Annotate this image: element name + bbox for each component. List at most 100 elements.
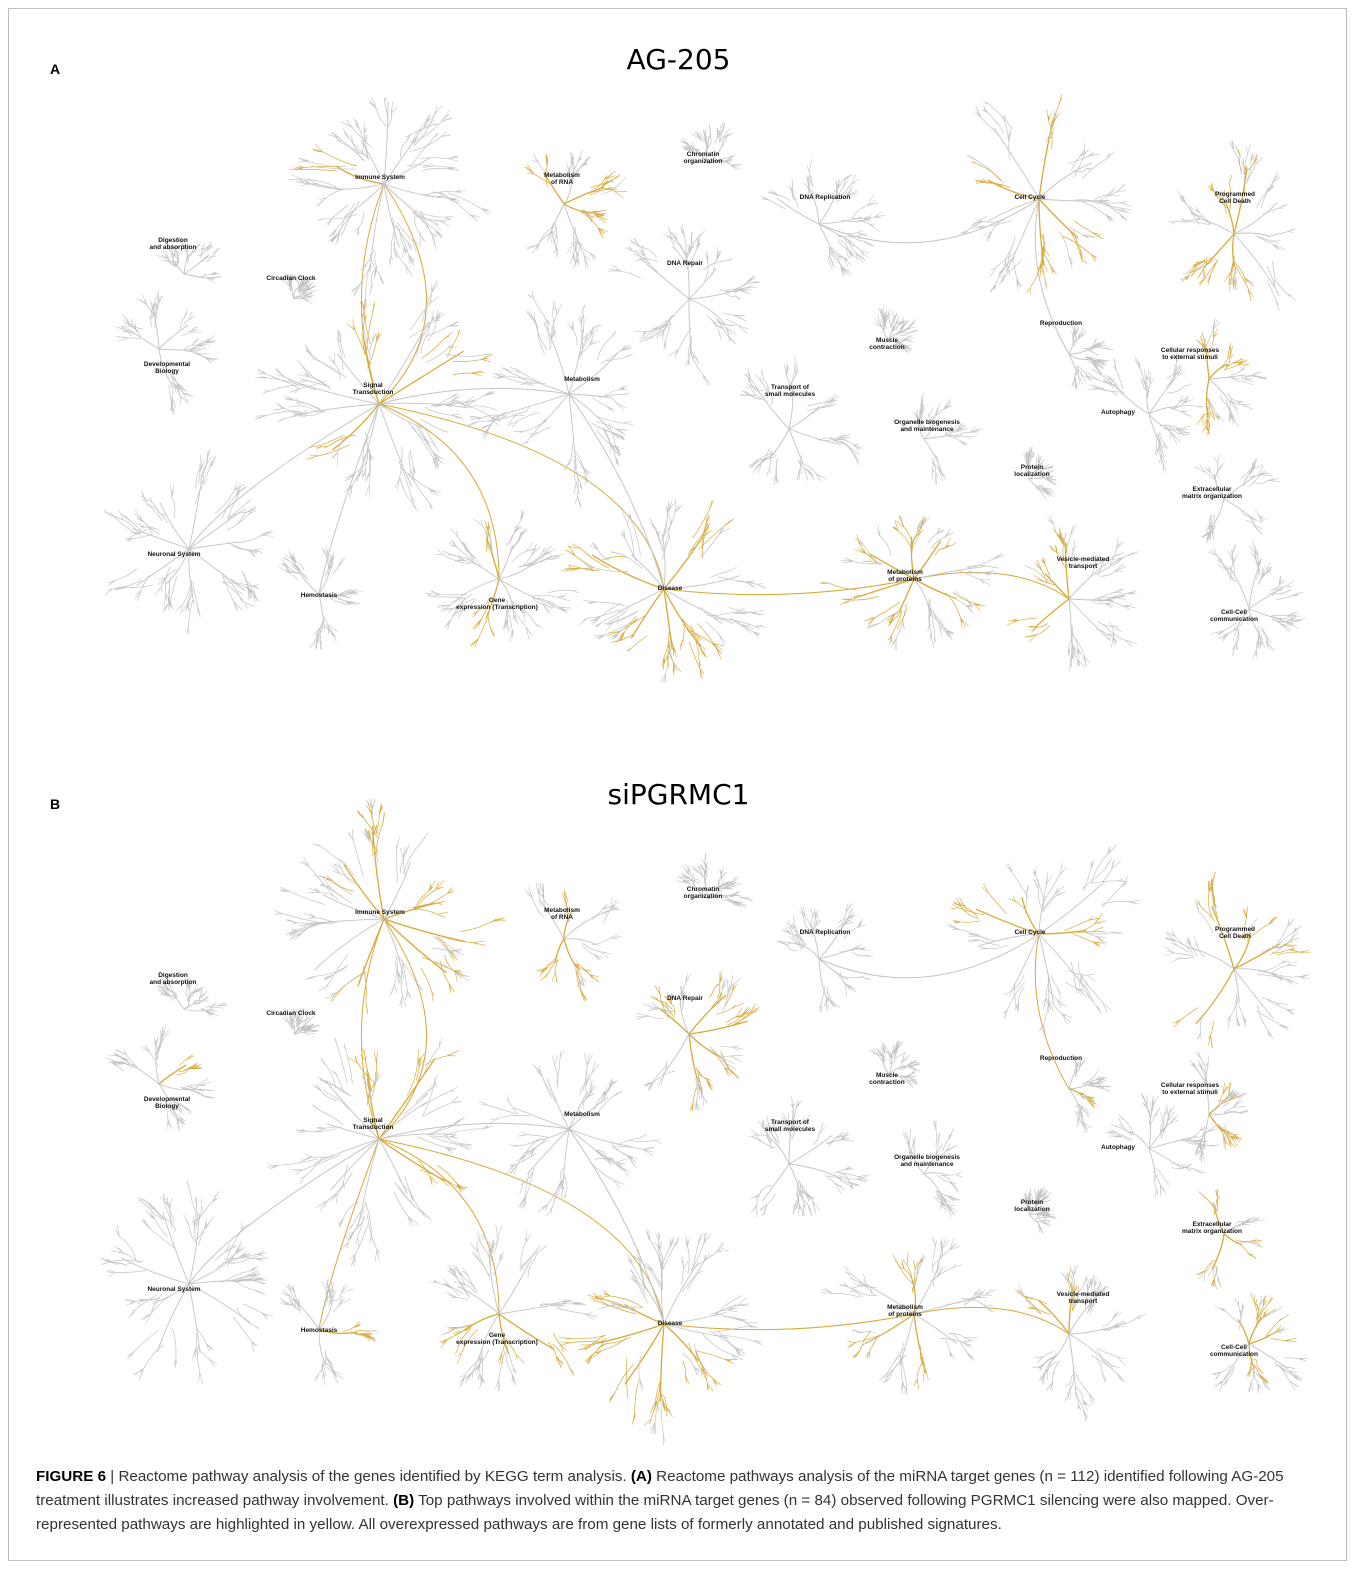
pathway-label: Disease (658, 585, 683, 592)
caption-separator: | (106, 1468, 119, 1485)
panel-title: AG-205 (626, 43, 731, 76)
pathway-label: Metabolism (564, 1111, 600, 1118)
pathway-tree-transport-of-small-molecules (748, 1095, 871, 1218)
panel-letter: B (50, 796, 61, 812)
pathway-tree-dna-replication (776, 903, 874, 1013)
pathway-label: Autophagy (1101, 409, 1135, 416)
pathway-tree-signal-transduction (254, 280, 501, 513)
pathway-tree-extracellular-matrix-organization (1194, 454, 1281, 544)
pathway-tree-organelle-biogenesis-and-maintenance (902, 1120, 963, 1217)
pathway-tree-transport-of-small-molecules (739, 356, 862, 486)
pathway-tree-neuronal-system (103, 448, 274, 635)
pathway-tree-neuronal-system (100, 1180, 273, 1385)
pathway-tree-hemostasis (279, 1277, 378, 1385)
pathway-tree-extracellular-matrix-organization (1195, 1189, 1266, 1290)
pathway-tree-circadian-clock (281, 1007, 321, 1036)
pathway-tree-signal-transduction (267, 1037, 494, 1267)
pathway-tree-organelle-biogenesis-and-maintenance (912, 392, 983, 485)
pathway-label: Disease (658, 1320, 683, 1327)
pathway-tree-immune-system (287, 96, 492, 308)
pathway-tree-vesicle-mediated-transport (1006, 514, 1139, 672)
pathway-tree-dna-repair (608, 223, 760, 387)
pathway-label: Cell Cycle (1014, 929, 1045, 936)
pathway-tree-disease (558, 1229, 763, 1445)
pathway-label: Circadian Clock (266, 1010, 316, 1017)
pathway-tree-developmental-biology (106, 1026, 216, 1131)
pathway-tree-metabolism-of-rna (524, 882, 622, 1002)
pathway-label: Reproduction (1040, 1055, 1082, 1062)
pathway-tree-gene-expression-transcription- (425, 509, 580, 648)
pathway-tree-gene-expression-transcription- (429, 1223, 598, 1392)
pathway-tree-cell-cycle (959, 94, 1133, 294)
pathway-tree-immune-system (273, 798, 506, 1015)
pathway-tree-metabolism-of-proteins (820, 515, 1005, 651)
pathway-label: DNA Replication (800, 194, 851, 201)
pathway-tree-autophagy (1087, 351, 1209, 473)
pathway-tree-cell-cycle (947, 844, 1142, 1035)
pathway-tree-metabolism-of-proteins (820, 1236, 997, 1395)
pathway-tree-reproduction (1068, 1056, 1112, 1134)
pathway-label: DNA Repair (667, 995, 703, 1002)
caption-a-text: Reactome pathways analysis of the miRNA … (36, 1468, 1284, 1509)
pathway-label: Neuronal System (147, 1286, 200, 1293)
pathway-tree-cellular-responses-to-external-stimuli (1189, 1051, 1249, 1163)
caption-b-label: (B) (393, 1492, 415, 1509)
pathway-tree-hemostasis (278, 545, 363, 651)
pathway-tree-chromatin-organization (677, 852, 754, 908)
pathway-tree-programmed-cell-death (1163, 871, 1311, 1049)
pathway-label: Immune System (355, 174, 405, 181)
pathway-label: Cell Cycle (1014, 194, 1045, 201)
panel-letter: A (50, 61, 61, 77)
figure-label: FIGURE 6 (36, 1468, 107, 1485)
caption-intro: Reactome pathway analysis of the genes i… (118, 1468, 631, 1485)
pathway-links (188, 918, 1070, 1335)
pathway-tree-vesicle-mediated-transport (1014, 1264, 1148, 1422)
pathway-tree-circadian-clock (281, 272, 317, 304)
pathway-tree-cell-cell-communication (1212, 1292, 1309, 1394)
pathway-tree-developmental-biology (114, 289, 219, 415)
caption-a-label: (A) (630, 1468, 652, 1485)
pathway-tree-protein-localization (1022, 1186, 1057, 1234)
pathway-tree-digestion-and-absorption (156, 238, 221, 284)
pathway-tree-muscle-contraction (868, 1040, 921, 1088)
pathway-label: Immune System (355, 909, 405, 916)
pathway-label: DNA Repair (667, 260, 703, 267)
pathway-label: Metabolism (564, 376, 600, 383)
pathway-tree-muscle-contraction (874, 306, 918, 354)
pathway-label: Autophagy (1101, 1144, 1135, 1151)
figure-caption: FIGURE 6 | Reactome pathway analysis of … (36, 1465, 1336, 1537)
pathway-tree-chromatin-organization (679, 121, 743, 171)
pathway-label: Circadian Clock (266, 275, 316, 282)
pathway-tree-metabolism (478, 1050, 662, 1217)
pathway-label: DNA Replication (800, 929, 851, 936)
